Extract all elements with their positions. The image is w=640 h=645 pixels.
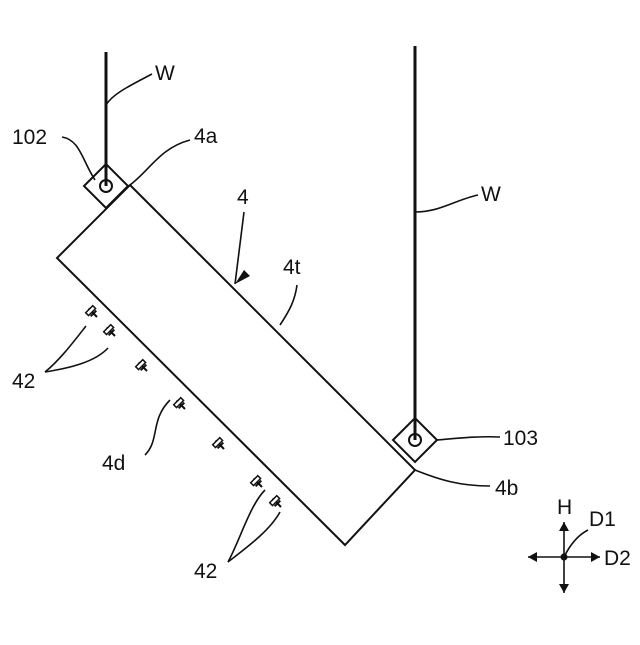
member-body <box>57 185 415 545</box>
label-end-a: 4a <box>194 125 218 148</box>
label-top-surface: 4t <box>283 256 301 279</box>
label-axis-d1: D1 <box>589 508 616 531</box>
label-wire-left: W <box>155 62 175 85</box>
label-axis-h: H <box>557 496 572 519</box>
direction-cross-icon <box>528 522 600 593</box>
label-end-b: 4b <box>495 477 518 500</box>
leader-bolt-lower-2 <box>228 512 280 562</box>
bolt-icon <box>103 324 119 340</box>
label-wire-right: W <box>481 183 501 206</box>
label-bolts-upper: 42 <box>12 370 35 393</box>
leader-end-a <box>130 140 190 185</box>
leader-bracket-left <box>62 137 95 180</box>
bolt-group <box>85 305 285 511</box>
label-axis-d2: D2 <box>604 547 631 570</box>
bolt-icon <box>250 475 266 491</box>
leader-bracket-right <box>437 437 500 440</box>
leader-bolt-lower-1 <box>228 490 265 562</box>
bolt-icon <box>212 437 228 453</box>
bolt-icon <box>135 359 151 375</box>
label-bracket-right: 103 <box>503 427 538 450</box>
bolt-icon <box>85 305 101 321</box>
leader-wire-left <box>106 74 152 105</box>
leader-wire-right <box>415 195 478 212</box>
label-bracket-left: 102 <box>12 126 47 149</box>
label-bolts-lower: 42 <box>194 560 217 583</box>
leader-bolt-upper-1 <box>45 326 86 372</box>
bolt-icon <box>269 495 285 511</box>
label-member: 4 <box>237 186 249 209</box>
leader-bolt-upper-2 <box>45 348 108 372</box>
label-bottom-surface: 4d <box>102 452 125 475</box>
leader-end-b <box>415 470 490 486</box>
bolt-icon <box>173 397 189 413</box>
leader-bottom-surface <box>145 400 170 455</box>
leader-top-surface <box>280 285 297 325</box>
